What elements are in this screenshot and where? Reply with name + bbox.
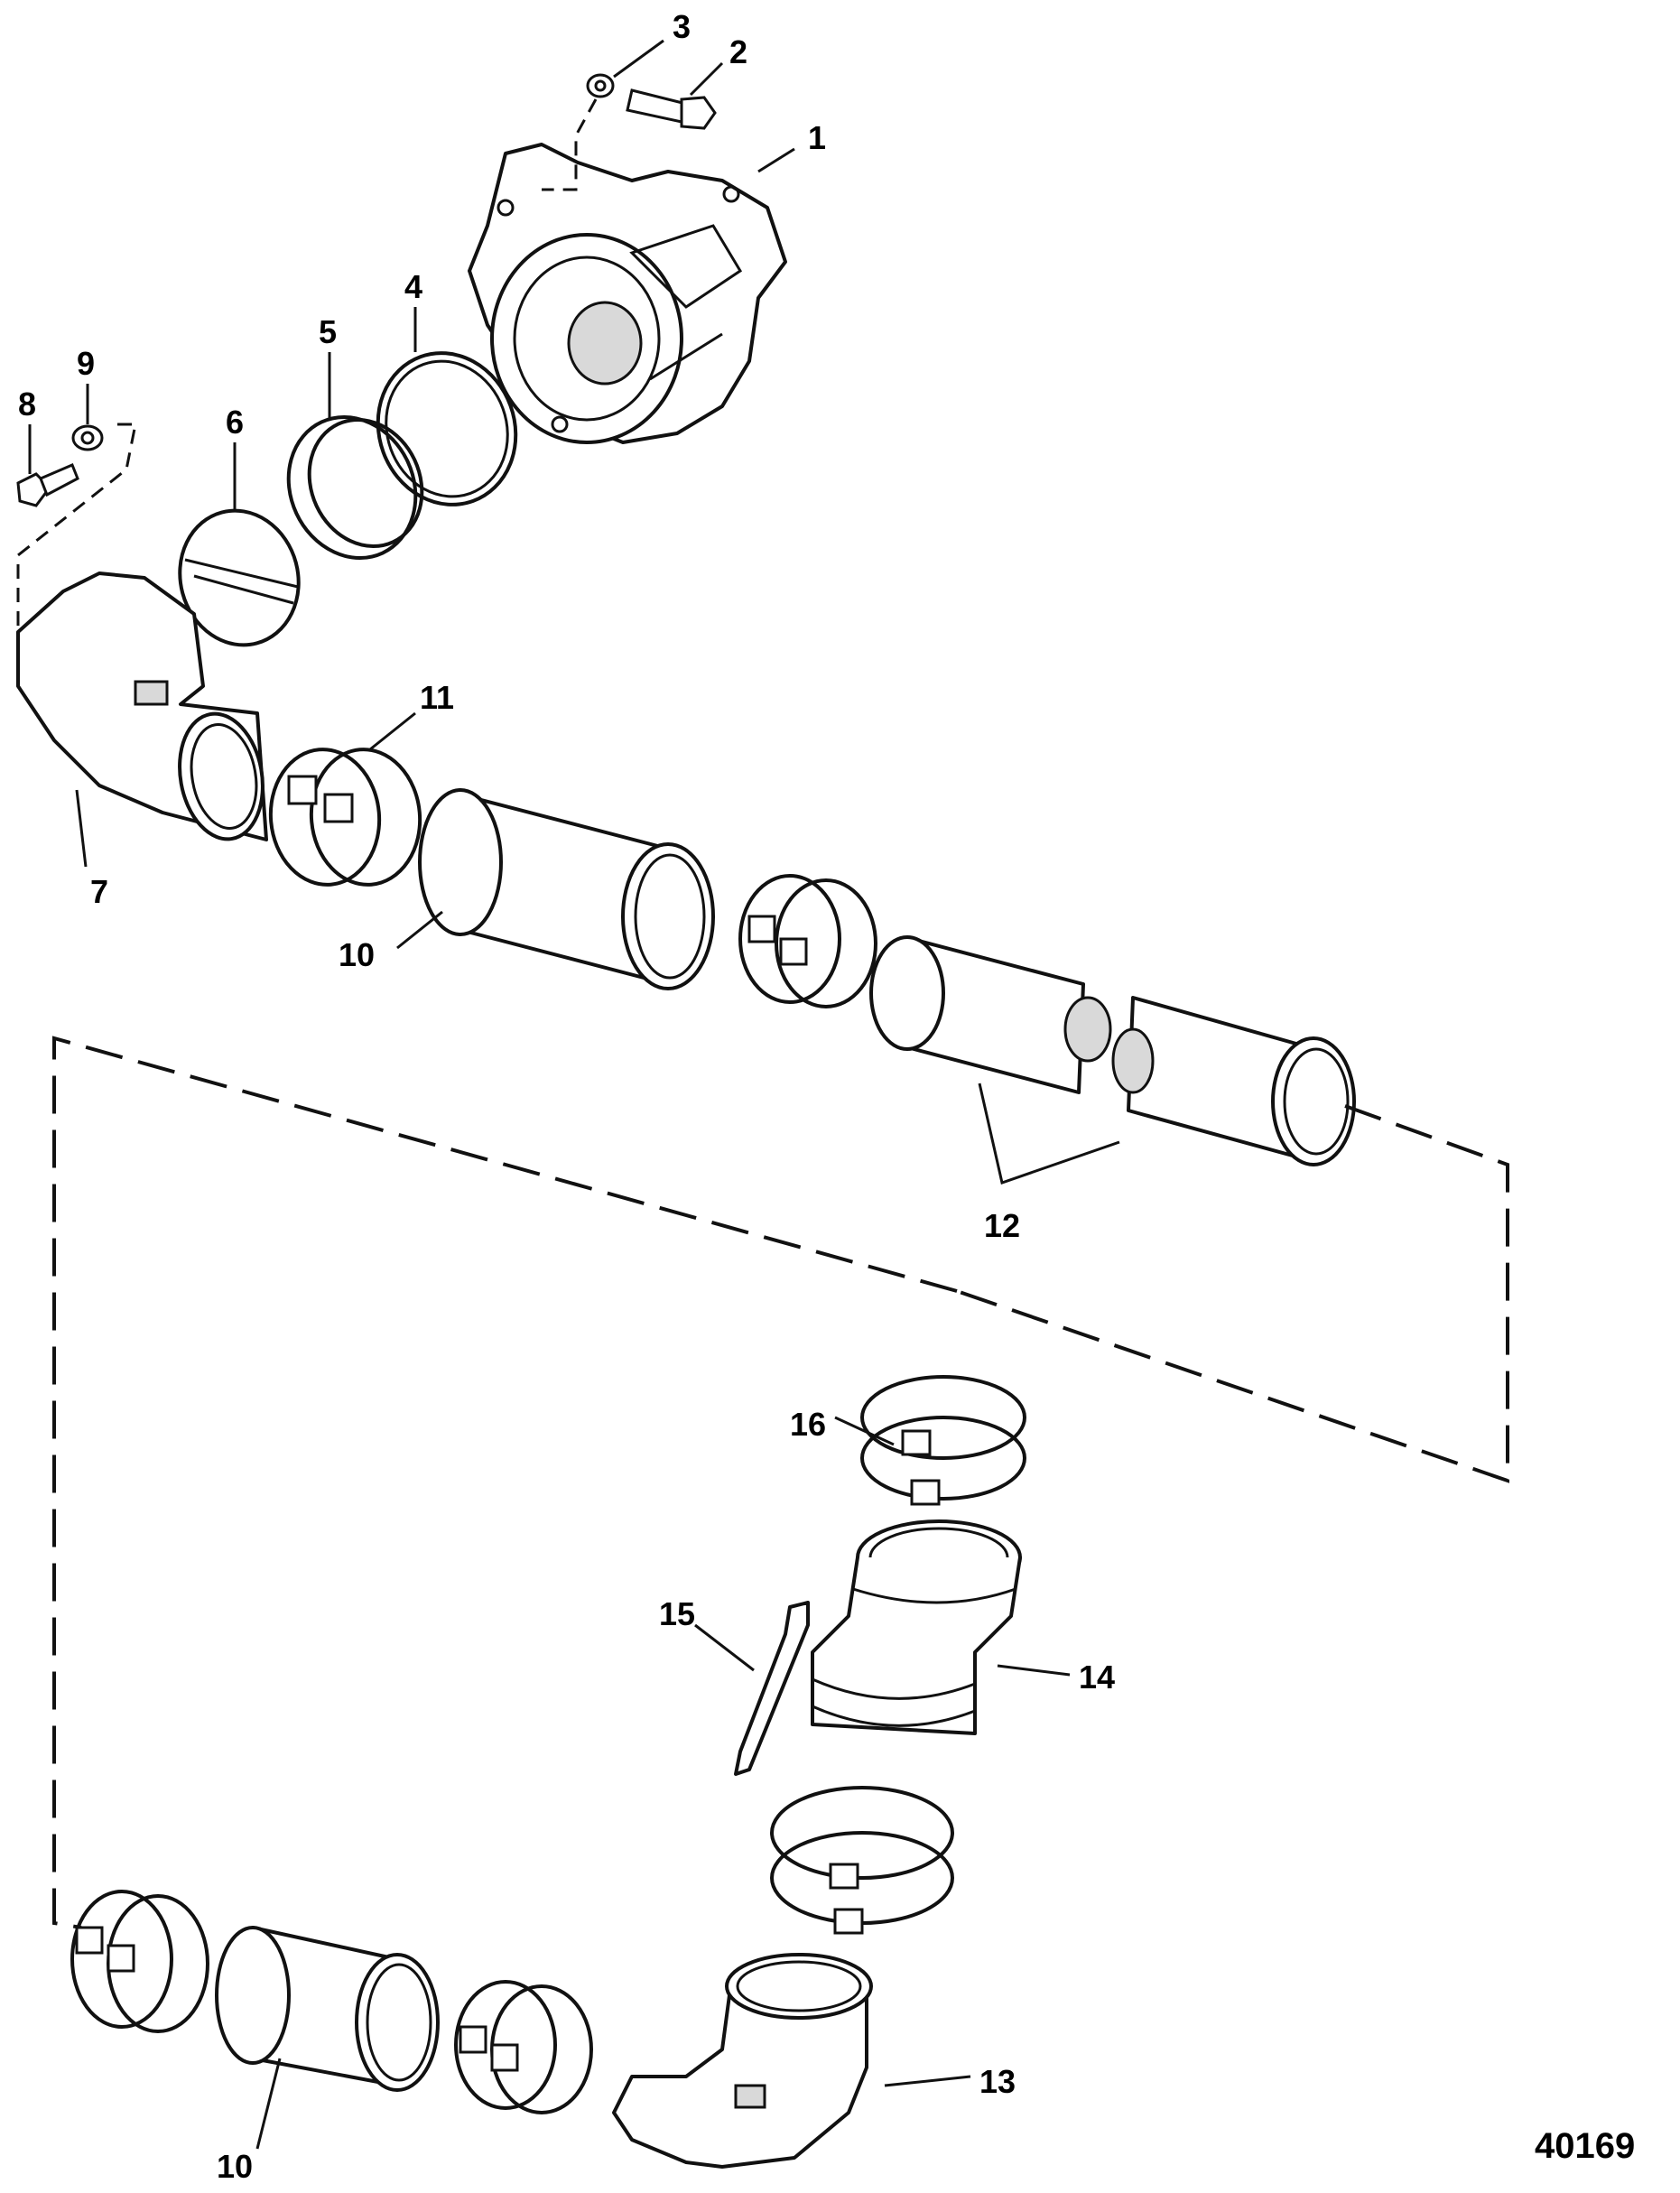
hose-clamps-lower-right (770, 1786, 954, 1935)
figure-id: 40169 (1535, 2126, 1635, 2166)
part-9-nut (71, 424, 104, 451)
hose-clamps-lower-middle (454, 1980, 593, 2114)
callout-16: 16 (790, 1406, 826, 1443)
callout-9: 9 (77, 345, 95, 382)
callout-5: 5 (319, 313, 337, 350)
callout-10-lower: 10 (217, 2148, 253, 2185)
part-12-hose-sections (869, 935, 1356, 1166)
part-15-strap (734, 1601, 810, 1776)
callout-2: 2 (729, 33, 747, 70)
routing-dashed-line-right (956, 1104, 1509, 1483)
callout-14: 14 (1079, 1659, 1115, 1696)
callout-15: 15 (659, 1595, 695, 1632)
part-8-bolt (16, 463, 79, 507)
callout-12: 12 (984, 1207, 1020, 1244)
routing-dashed-line-left (52, 1036, 958, 1929)
callout-3: 3 (673, 8, 691, 45)
part-11-hose-clamps (268, 748, 422, 887)
part-16-hose-clamps (860, 1375, 1026, 1506)
callout-11: 11 (420, 679, 454, 716)
callout-8: 8 (18, 386, 36, 423)
part-4-o-ring (376, 351, 518, 506)
part-2-bolt (626, 88, 717, 130)
part-6-flapper-valve (178, 508, 301, 647)
callout-7: 7 (90, 873, 108, 910)
callout-13: 13 (979, 2063, 1016, 2100)
part-7-elbow (16, 571, 268, 841)
part-1-exhaust-housing (468, 143, 787, 444)
part-3-nut (586, 73, 615, 98)
part-10-hose-upper (418, 788, 715, 990)
part-10-hose-lower (215, 1926, 440, 2092)
part-5-retainer-ring (286, 415, 424, 560)
hose-clamps-middle (738, 874, 877, 1008)
callout-10-upper: 10 (339, 936, 375, 973)
hose-clamps-lower-left (70, 1890, 209, 2033)
callout-6: 6 (226, 404, 244, 441)
part-14-bellows (811, 1519, 1022, 1735)
callout-leaders (28, 39, 1120, 2150)
callout-1: 1 (808, 119, 826, 156)
part-13-elbow-lower (612, 1953, 873, 2169)
callout-4: 4 (404, 268, 422, 305)
